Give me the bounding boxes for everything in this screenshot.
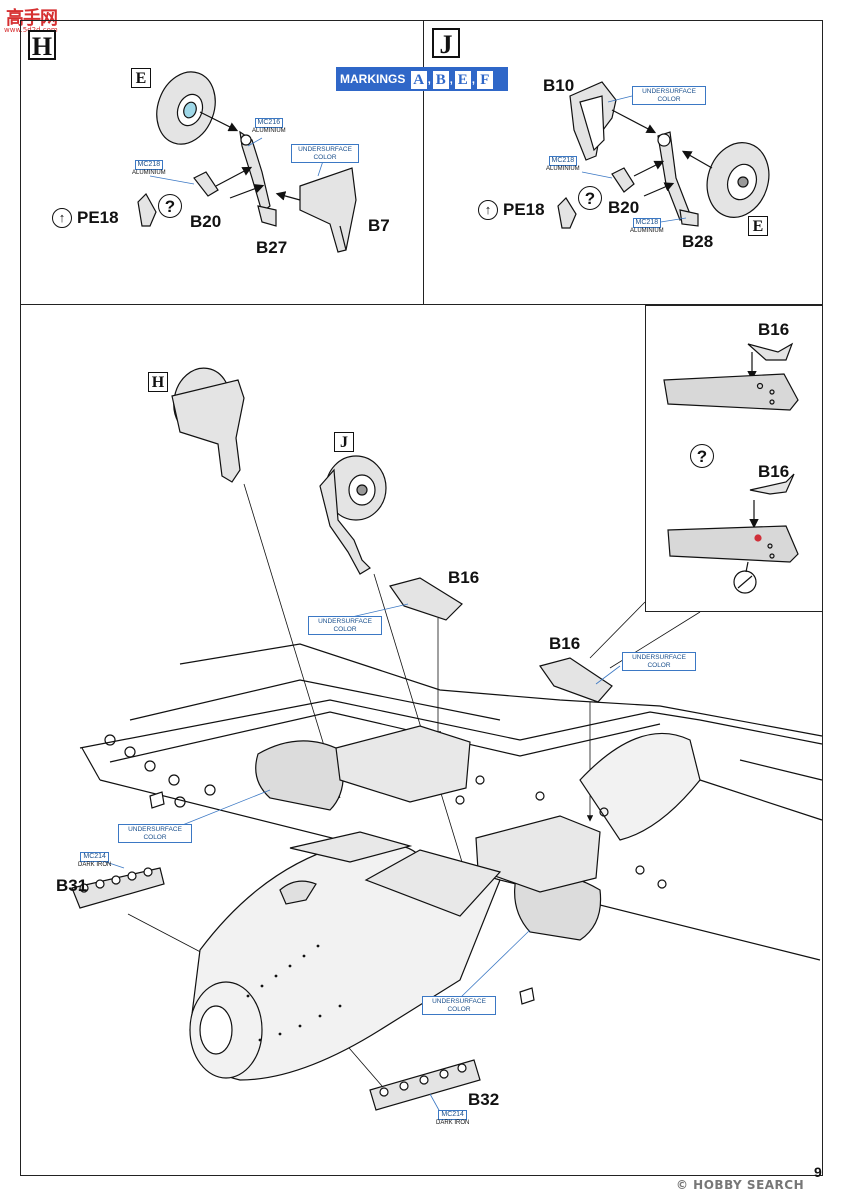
- site-logo: 高手网: [6, 8, 58, 29]
- color-mc214-b32: MC214 DARK IRON: [436, 1110, 470, 1126]
- step-j-box: J: [432, 28, 460, 59]
- marking-b: B: [432, 70, 449, 89]
- part-b27: B27: [256, 238, 288, 257]
- color-mc216-h-top: MC216 ALUMINIUM: [252, 118, 286, 134]
- pe-arrow-icon-j: ↑: [478, 200, 498, 220]
- markings-banner: MARKINGS A,B,E,F: [336, 67, 508, 91]
- color-mc218-j-bottom: MC218 ALUMINIUM: [630, 218, 664, 234]
- wheel-e-h-drawing: [156, 71, 216, 145]
- marking-e: E: [454, 70, 471, 89]
- page-number: 9: [814, 1164, 822, 1180]
- detail-e-h-box: E: [131, 68, 151, 88]
- color-undersurface-main-4: UNDERSURFACE COLOR: [420, 996, 498, 1015]
- step-h-box: H: [28, 30, 56, 61]
- part-b10: B10: [543, 76, 575, 95]
- marking-a: A: [410, 70, 427, 89]
- markings-label: MARKINGS: [340, 72, 406, 86]
- color-undersurface-h: UNDERSURFACE COLOR: [290, 144, 360, 163]
- part-pe18-h: PE18: [77, 208, 119, 227]
- color-mc214-b31: MC214 DARK IRON: [78, 852, 112, 868]
- color-undersurface-main-2: UNDERSURFACE COLOR: [620, 652, 698, 671]
- part-b28: B28: [682, 232, 714, 251]
- part-pe18-j: PE18: [503, 200, 545, 219]
- marking-f: F: [476, 70, 493, 89]
- part-b31: B31: [56, 876, 88, 895]
- step-j-panel: [423, 20, 823, 305]
- detail-e-j-box: E: [748, 216, 768, 236]
- question-icon-inset: ?: [690, 444, 714, 468]
- part-b16-inset-2: B16: [758, 462, 790, 481]
- part-b7: B7: [368, 216, 390, 235]
- pe-arrow-icon-h: ↑: [52, 208, 72, 228]
- watermark: © HOBBY SEARCH: [676, 1178, 805, 1192]
- b16-inset-panel: [645, 305, 823, 612]
- part-b32: B32: [468, 1090, 500, 1109]
- detail-j-main-box: J: [334, 432, 354, 452]
- detail-h-main-box: H: [148, 372, 168, 392]
- color-undersurface-main-3: UNDERSURFACE COLOR: [116, 824, 194, 843]
- color-undersurface-j: UNDERSURFACE COLOR: [630, 86, 708, 105]
- part-b16-inset-1: B16: [758, 320, 790, 339]
- question-icon-j: ?: [578, 186, 602, 210]
- color-mc218-h-left: MC218 ALUMINIUM: [132, 160, 166, 176]
- part-b20-j: B20: [608, 198, 640, 217]
- part-b20-h: B20: [190, 212, 222, 231]
- question-icon-h: ?: [158, 194, 182, 218]
- color-mc218-j-left: MC218 ALUMINIUM: [546, 156, 580, 172]
- part-b16-main-2: B16: [549, 634, 581, 653]
- color-undersurface-main-1: UNDERSURFACE COLOR: [306, 616, 384, 635]
- part-b16-main-1: B16: [448, 568, 480, 587]
